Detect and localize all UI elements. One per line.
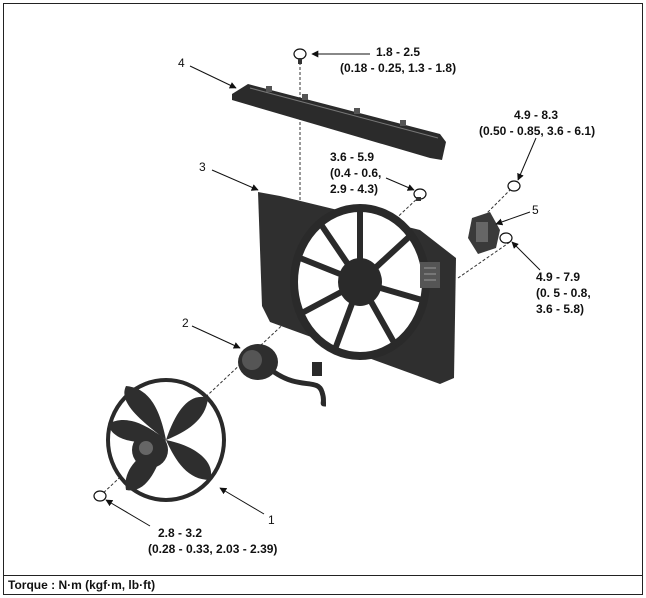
callout-3: 3: [199, 160, 206, 174]
fan-shroud-part-3: [258, 192, 456, 384]
torque-right-bottom-value: 4.9 - 7.9: [536, 270, 581, 284]
torque-shroud-detail-2: 2.9 - 4.3): [330, 182, 379, 196]
torque-bottom-detail: (0.28 - 0.33, 2.03 - 2.39): [148, 542, 278, 556]
callout-2: 2: [182, 316, 189, 330]
torque-top-detail: (0.18 - 0.25, 1.3 - 1.8): [340, 61, 457, 75]
torque-right-bottom-detail-2: 3.6 - 5.8): [536, 302, 585, 316]
leader-arrows: [105, 50, 541, 527]
torque-right-top-detail: (0.50 - 0.85, 3.6 - 6.1): [479, 124, 596, 138]
fan-blade-part-1: [106, 378, 226, 502]
callout-4: 4: [178, 56, 185, 70]
torque-shroud-value: 3.6 - 5.9: [330, 150, 375, 164]
callout-1: 1: [268, 513, 275, 527]
bolt-fan: [93, 490, 107, 502]
bolt-shroud: [413, 188, 427, 201]
torque-top-value: 1.8 - 2.5: [376, 45, 421, 59]
fan-motor-part-2: [238, 344, 327, 407]
resistor-part-5: [468, 212, 500, 254]
footer-divider: [3, 575, 643, 576]
air-guide-part-4: [232, 84, 446, 160]
torque-right-bottom-detail-1: (0. 5 - 0.8,: [536, 286, 591, 300]
torque-bottom-value: 2.8 - 3.2: [158, 526, 203, 540]
torque-right-top-value: 4.9 - 8.3: [514, 108, 559, 122]
callout-5: 5: [532, 203, 539, 217]
bolt-resistor-bottom: [499, 232, 513, 244]
bolt-top: [293, 48, 307, 64]
bolt-resistor-top: [507, 180, 521, 192]
torque-units-note: Torque : N·m (kgf·m, lb·ft): [8, 578, 156, 592]
torque-shroud-detail-1: (0.4 - 0.6,: [330, 166, 382, 180]
